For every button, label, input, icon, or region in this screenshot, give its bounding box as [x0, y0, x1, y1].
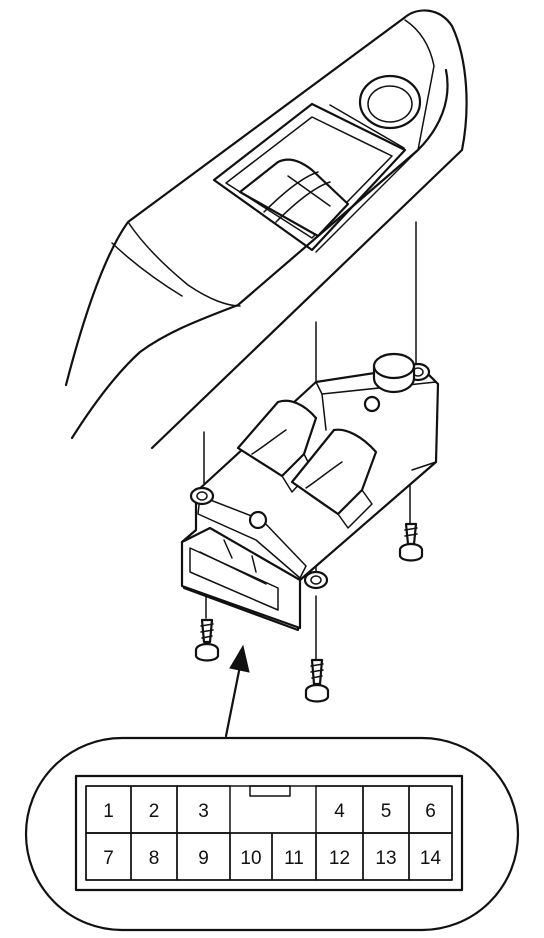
terminal-number-1: 1 [103, 801, 114, 822]
power-window-switch [180, 352, 440, 632]
screw-3 [398, 522, 424, 562]
terminal-number-6: 6 [425, 801, 436, 822]
terminal-number-5: 5 [381, 801, 392, 822]
view-arrow [224, 644, 250, 738]
screw-1 [194, 618, 220, 662]
terminal-number-7: 7 [103, 848, 114, 869]
terminal-number-2: 2 [149, 801, 160, 822]
screw-2 [304, 658, 330, 703]
terminal-number-13: 13 [375, 848, 396, 869]
terminal-number-11: 11 [284, 848, 304, 869]
armrest-panel [64, 9, 468, 450]
terminal-number-9: 9 [198, 848, 209, 869]
terminal-number-4: 4 [334, 801, 345, 822]
terminal-cell-14 [408, 832, 453, 881]
terminal-number-14: 14 [420, 848, 442, 869]
terminal-number-10: 10 [240, 848, 261, 869]
terminal-number-8: 8 [149, 848, 160, 869]
terminal-number-3: 3 [198, 801, 209, 822]
terminal-number-12: 12 [329, 848, 350, 869]
